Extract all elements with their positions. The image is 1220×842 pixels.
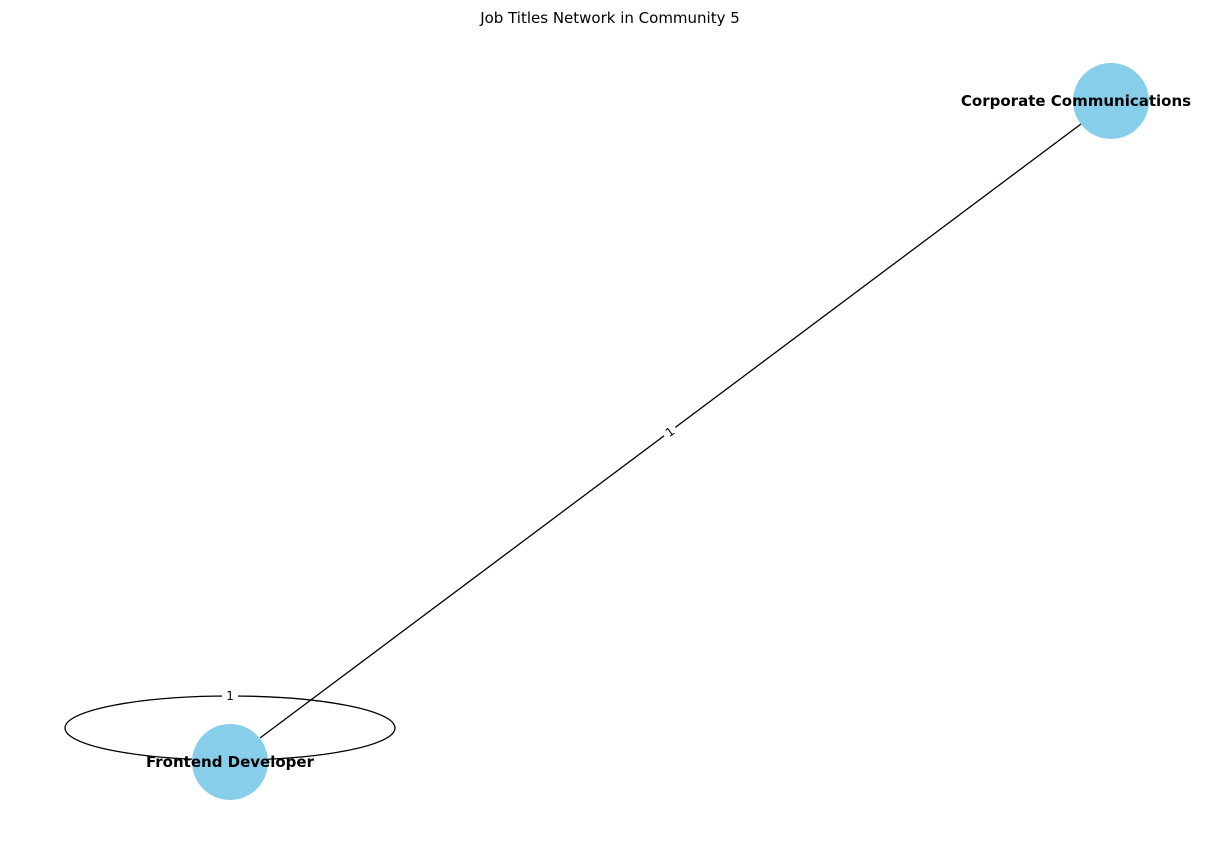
node-corporate-communications xyxy=(1073,63,1149,139)
node-label-frontend-developer: Frontend Developer xyxy=(146,753,315,771)
edge-label-self-loop: 1 xyxy=(226,689,234,703)
edge-label-loop-group: 1 xyxy=(222,688,238,704)
diagram-title: Job Titles Network in Community 5 xyxy=(479,9,740,27)
edge-label-background xyxy=(659,421,681,443)
node-frontend-developer xyxy=(192,724,268,800)
edge-label-main-group: 1 xyxy=(659,421,681,443)
edge-label-background xyxy=(222,688,238,704)
node-label-corporate-communications: Corporate Communications xyxy=(961,92,1191,110)
